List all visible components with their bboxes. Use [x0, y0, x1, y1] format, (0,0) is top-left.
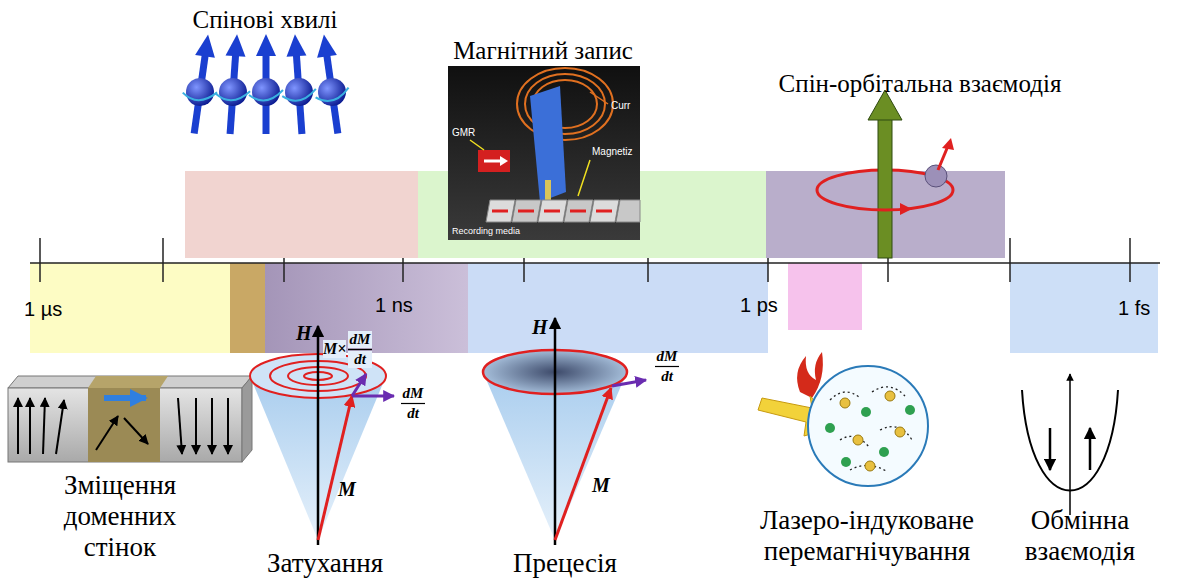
- fraction-numerator: dM: [348, 331, 372, 348]
- phenomenon-caption: Зміщення доменних стінок: [45, 470, 195, 563]
- phenomenon-caption: Обмінна взаємодія: [1000, 505, 1160, 567]
- phenomenon-caption: Лазеро-індуковане перемагнічування: [742, 505, 992, 567]
- time-scale-label: 1 ps: [740, 294, 778, 317]
- figure-callout: Magnetiz: [592, 146, 633, 158]
- fraction-denominator: dt: [655, 368, 679, 385]
- phenomenon-caption: Прецесія: [485, 548, 645, 579]
- vector-symbol: H: [532, 316, 548, 339]
- band-title: Спінові хвилі: [165, 6, 365, 35]
- vector-symbol: M: [338, 478, 356, 501]
- fraction-denominator: dt: [401, 405, 425, 422]
- time-scale-label: 1 µs: [24, 298, 62, 321]
- fraction-numerator: dM: [655, 348, 679, 365]
- time-band: Спінові хвилі: [185, 171, 418, 258]
- band-title: Спін-орбітальна взаємодія: [690, 70, 1150, 99]
- phenomenon-caption: Затухання: [245, 548, 405, 579]
- fraction-numerator: dM: [401, 385, 425, 402]
- figure-callout: GMR: [452, 127, 475, 139]
- band-title: Магнітний запис: [443, 37, 643, 66]
- figure-callout: Curr: [611, 100, 630, 112]
- time-scale-label: 1 ns: [375, 294, 413, 317]
- vector-symbol: H: [296, 322, 312, 345]
- fraction-denominator: dt: [348, 351, 372, 368]
- time-scale-label: 1 fs: [1118, 297, 1150, 320]
- figure-callout: Recording media: [452, 226, 520, 236]
- vector-symbol: M×: [323, 340, 346, 358]
- vector-symbol: M: [592, 474, 610, 497]
